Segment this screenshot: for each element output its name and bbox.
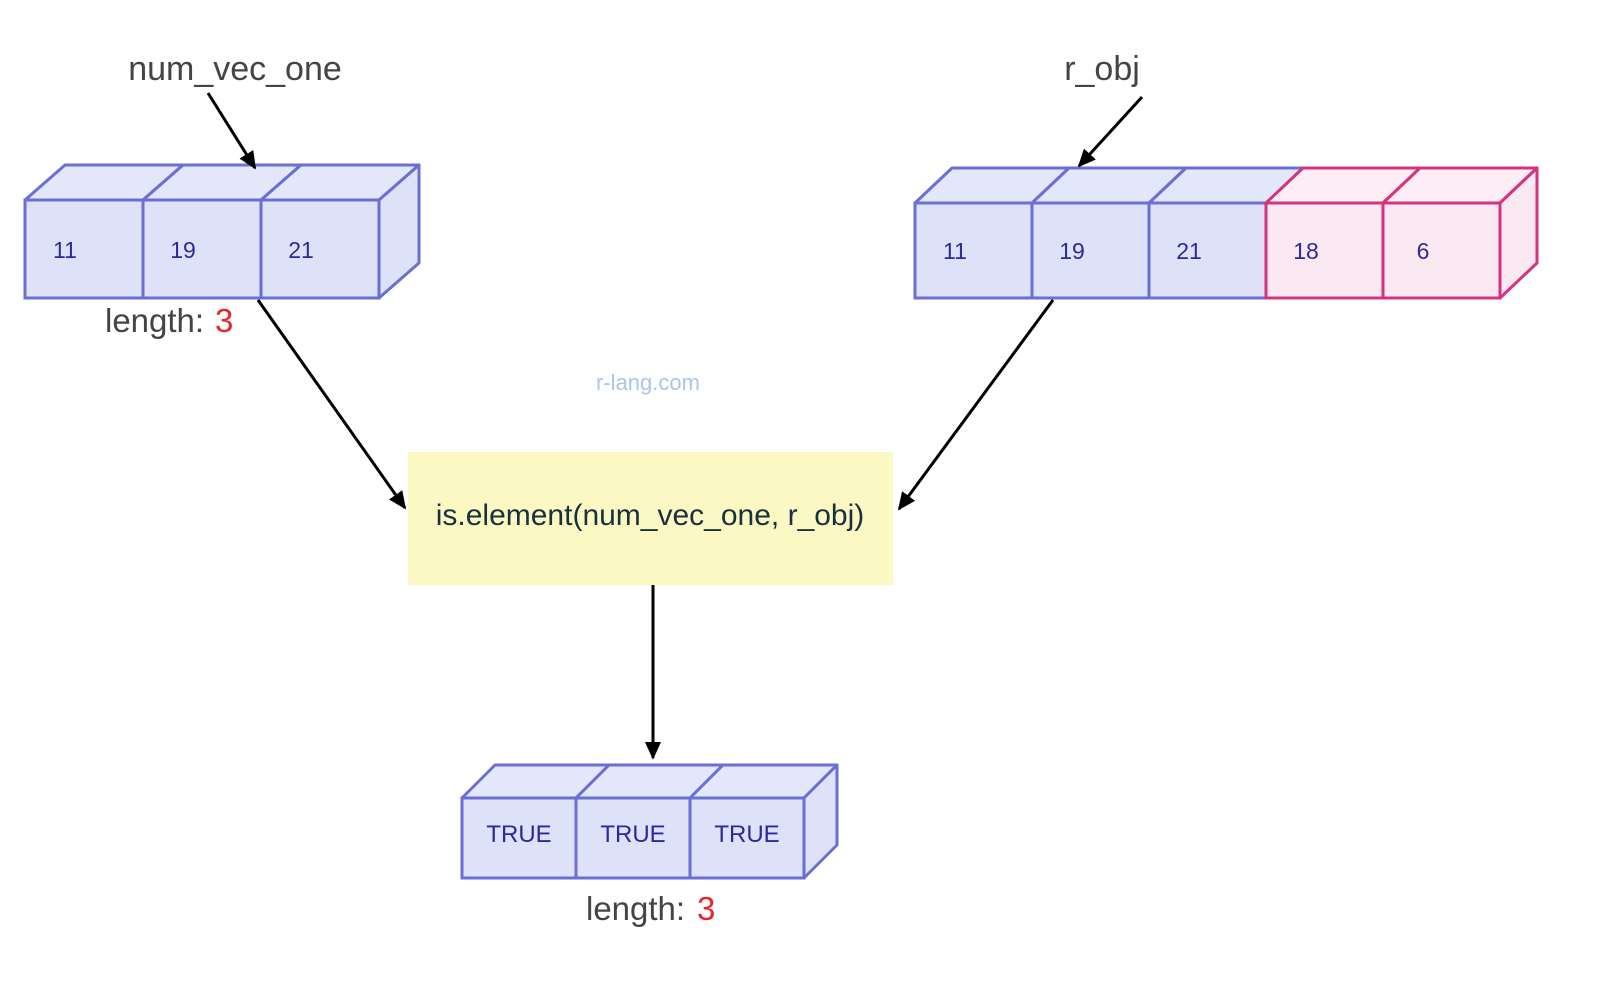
arrow-r-obj-to-function xyxy=(897,299,1055,511)
function-box-label: is.element(num_vec_one, r_obj) xyxy=(436,499,865,532)
arrow-num-vec-one-to-function xyxy=(256,299,407,510)
cell-value: 19 xyxy=(1059,238,1085,264)
cell-value: TRUE xyxy=(600,821,665,848)
vector-cells: 11 19 21 18 6 xyxy=(913,201,1502,300)
arrow-label-to-r-obj xyxy=(1077,95,1144,168)
vector-cell xyxy=(1381,201,1502,300)
cell-value: 11 xyxy=(943,238,967,264)
cell-value: 19 xyxy=(170,237,196,263)
vector-cell xyxy=(141,198,263,300)
vector-cell xyxy=(259,198,381,300)
function-box-background[interactable] xyxy=(408,452,893,585)
vector-cell xyxy=(23,198,145,300)
cell-value: 6 xyxy=(1417,238,1430,264)
vector-num-vec-one: 11 19 21 num_vec_one length: 3 xyxy=(23,50,421,339)
vector-result: TRUE TRUE TRUE length: 3 xyxy=(460,763,839,927)
length-caption-num-vec-one: length: 3 xyxy=(105,302,233,339)
vector-cell xyxy=(688,796,806,880)
length-word: length: xyxy=(105,302,204,339)
cell-value: 18 xyxy=(1293,238,1319,264)
vector-cells: 11 19 21 xyxy=(23,198,381,300)
watermark-label: r-lang.com xyxy=(596,370,700,395)
vector-label-num-vec-one: num_vec_one xyxy=(128,50,342,88)
vector-cells: TRUE TRUE TRUE xyxy=(460,796,806,880)
vector-cell xyxy=(1030,201,1151,300)
function-box[interactable]: is.element(num_vec_one, r_obj) xyxy=(408,452,893,585)
vector-cell xyxy=(574,796,692,880)
cell-value: 11 xyxy=(53,237,77,263)
length-value: 3 xyxy=(215,302,233,339)
vector-cell xyxy=(1147,201,1268,300)
length-caption-result: length: 3 xyxy=(586,890,715,927)
cell-value: 21 xyxy=(288,237,314,263)
cell-value: TRUE xyxy=(714,821,779,848)
vector-label-r-obj: r_obj xyxy=(1064,50,1140,88)
vector-cell xyxy=(913,201,1034,300)
cell-value: TRUE xyxy=(486,821,551,848)
length-word: length: xyxy=(586,890,685,927)
vector-cell xyxy=(1264,201,1385,300)
length-value: 3 xyxy=(697,890,715,927)
arrow-label-to-num-vec-one xyxy=(206,92,257,170)
vector-r-obj: 11 19 21 18 6 r_obj xyxy=(913,50,1539,300)
cell-value: 21 xyxy=(1176,238,1202,264)
